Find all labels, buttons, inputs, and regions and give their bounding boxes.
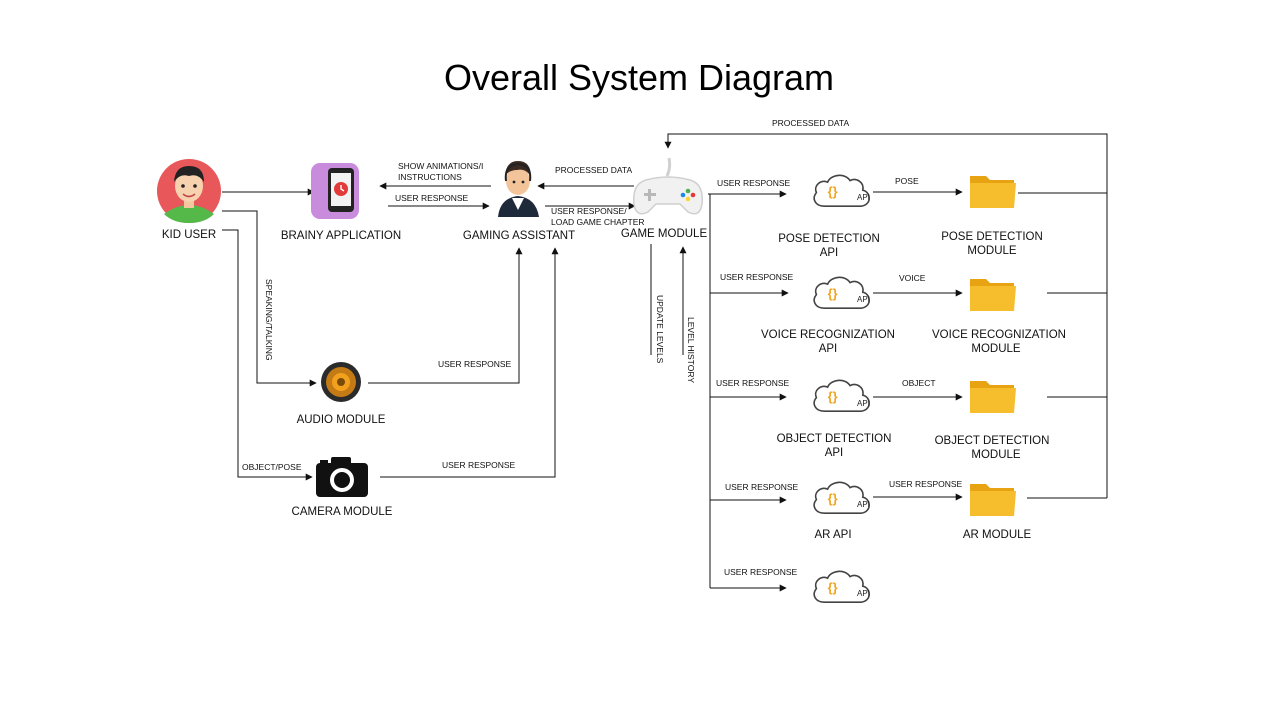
pose-module-label-2: MODULE (967, 245, 1017, 257)
kid-user-node: KID USER (157, 159, 221, 241)
edge-label-user-response-ar: USER RESPONSE (725, 482, 799, 492)
extra-api-node: API (813, 570, 871, 604)
voice-api-label-1: VOICE RECOGNIZATION (761, 329, 895, 341)
gamepad-icon (633, 157, 703, 215)
pose-api-label-2: API (820, 247, 839, 259)
pose-api-label-1: POSE DETECTION (778, 233, 880, 245)
edge-label-user-response-ar-module: USER RESPONSE (889, 479, 963, 489)
assistant-icon (498, 161, 539, 217)
ar-api-label: AR API (814, 529, 851, 541)
edge-label-user-response-pose: USER RESPONSE (717, 178, 791, 188)
edge-label-level-history: LEVEL HISTORY (686, 317, 696, 383)
object-api-label-2: API (825, 447, 844, 459)
folder-icon (970, 484, 1016, 516)
camera-icon (316, 457, 368, 497)
voice-module-node: VOICE RECOGNIZATION MODULE (932, 279, 1066, 355)
edge-label-load-game-1: USER RESPONSE/ (551, 206, 627, 216)
voice-module-label-1: VOICE RECOGNIZATION (932, 329, 1066, 341)
edge-label-processed-data: PROCESSED DATA (555, 165, 632, 175)
edge-label-show-animations-1: SHOW ANIMATIONS/I (398, 161, 483, 171)
game-module-label: GAME MODULE (621, 228, 708, 240)
edge-label-object-pose: OBJECT/POSE (242, 462, 302, 472)
edge-label-pose: POSE (895, 176, 919, 186)
voice-api-node: API VOICE RECOGNIZATION API (761, 276, 895, 355)
object-api-label-1: OBJECT DETECTION (777, 433, 892, 445)
brainy-app-label: BRAINY APPLICATION (281, 230, 401, 242)
pose-module-label-1: POSE DETECTION (941, 231, 1043, 243)
kid-user-label: KID USER (162, 229, 216, 241)
folder-icon (970, 381, 1016, 413)
edge-label-processed-data-top: PROCESSED DATA (772, 118, 849, 128)
brainy-app-node: BRAINY APPLICATION (281, 163, 401, 242)
edge-labels: PROCESSED DATA SHOW ANIMATIONS/I INSTRUC… (242, 118, 963, 577)
object-module-label-1: OBJECT DETECTION (935, 435, 1050, 447)
edge-label-voice: VOICE (899, 273, 926, 283)
edge-label-update-levels: UPDATE LEVELS (655, 295, 665, 364)
api-badge: API (857, 399, 870, 408)
gaming-assistant-label: GAMING ASSISTANT (463, 230, 575, 242)
object-api-node: API OBJECT DETECTION API (777, 379, 892, 459)
object-module-label-2: MODULE (971, 449, 1021, 461)
edge-label-user-response-object: USER RESPONSE (716, 378, 790, 388)
edge-label-load-game-2: LOAD GAME CHAPTER (551, 217, 645, 227)
speaker-icon (321, 362, 361, 402)
phone-app-icon (311, 163, 359, 219)
api-badge: API (857, 295, 870, 304)
page-title: Overall System Diagram (444, 57, 834, 98)
api-badge: API (857, 500, 870, 509)
connectors (222, 133, 1108, 592)
ar-api-node: API AR API (813, 481, 871, 541)
game-module-node: GAME MODULE (621, 157, 708, 240)
edge-label-user-response-camera: USER RESPONSE (442, 460, 516, 470)
object-module-node: OBJECT DETECTION MODULE (935, 381, 1050, 461)
edge-label-show-animations-2: INSTRUCTIONS (398, 172, 462, 182)
edge-label-user-response-last: USER RESPONSE (724, 567, 798, 577)
ar-module-node: AR MODULE (963, 484, 1032, 541)
folder-icon (970, 176, 1016, 208)
camera-module-node: CAMERA MODULE (292, 457, 393, 518)
kid-avatar-icon (157, 159, 221, 223)
ar-module-label: AR MODULE (963, 529, 1032, 541)
folder-icon (970, 279, 1016, 311)
edge-label-user-response-voice: USER RESPONSE (720, 272, 794, 282)
edge-label-object: OBJECT (902, 378, 936, 388)
edge-label-user-response-app: USER RESPONSE (395, 193, 469, 203)
gaming-assistant-node: GAMING ASSISTANT (463, 161, 575, 242)
pose-api-node: API POSE DETECTION API (778, 174, 880, 259)
audio-module-node: AUDIO MODULE (297, 362, 386, 426)
edge-label-speaking: SPEAKING/TALKING (264, 279, 274, 361)
voice-module-label-2: MODULE (971, 343, 1021, 355)
camera-module-label: CAMERA MODULE (292, 506, 393, 518)
pose-module-node: POSE DETECTION MODULE (941, 176, 1043, 257)
edge-label-user-response-audio: USER RESPONSE (438, 359, 512, 369)
audio-module-label: AUDIO MODULE (297, 414, 386, 426)
api-badge: API (857, 589, 870, 598)
api-badge: API (857, 193, 870, 202)
voice-api-label-2: API (819, 343, 838, 355)
